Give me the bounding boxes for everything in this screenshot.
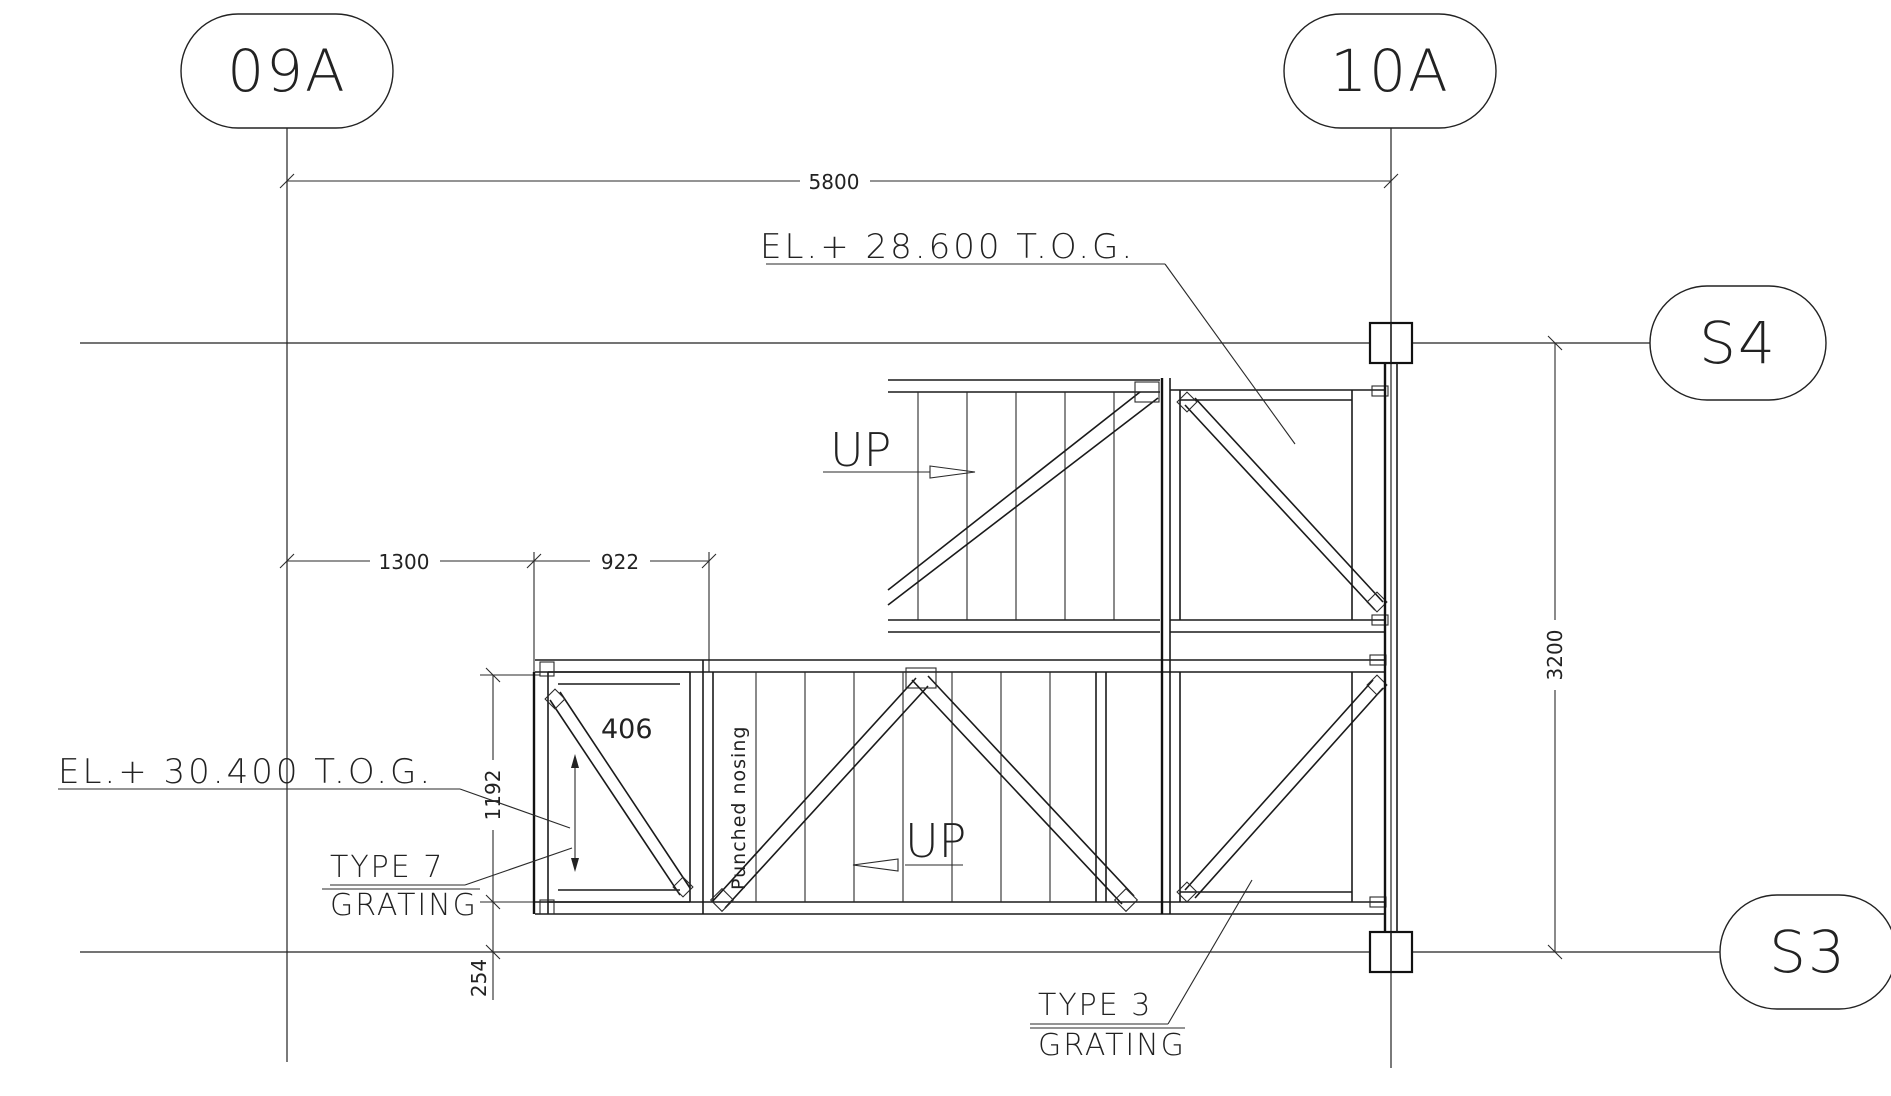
elevation-label-upper: EL.+ 28.600 T.O.G. <box>760 227 1296 445</box>
lower-right-landing <box>1160 650 1388 914</box>
dimension-text-254: 254 <box>467 959 491 997</box>
grating-label-type3: TYPE 3 GRATING <box>1030 879 1253 1063</box>
dimension-3200: 3200 <box>1530 335 1570 960</box>
landing-dimension-406: 406 <box>601 714 653 745</box>
upper-stair-flight <box>887 378 1171 650</box>
grid-bubble-10a: 10A <box>1283 13 1497 129</box>
elevation-text-lower: EL.+ 30.400 T.O.G. <box>58 752 433 792</box>
dimension-text-1192: 1192 <box>481 770 505 821</box>
grating-type3-line2: GRATING <box>1038 1028 1186 1063</box>
upper-landing <box>1170 385 1389 633</box>
grid-bubble-09a: 09A <box>180 13 394 129</box>
punched-nosing-note: Punched nosing <box>728 726 750 890</box>
columns <box>1368 321 1414 974</box>
dimension-1300-922: 1300 922 <box>279 550 717 672</box>
grid-lines <box>80 128 1720 1068</box>
left-landing <box>532 661 694 915</box>
grating-label-type7: TYPE 7 GRATING <box>322 847 573 923</box>
grid-label-10a: 10A <box>1330 37 1449 105</box>
dimension-text-922: 922 <box>601 550 639 574</box>
lower-stair-flight <box>535 659 1385 915</box>
dimension-text-5800: 5800 <box>809 170 860 194</box>
grid-label-09a: 09A <box>227 37 346 105</box>
elevation-label-lower: EL.+ 30.400 T.O.G. <box>58 752 571 829</box>
grating-type7-line1: TYPE 7 <box>330 850 444 885</box>
up-arrow-top: UP <box>823 423 976 479</box>
grating-type7-line2: GRATING <box>330 888 478 923</box>
elevation-text-upper: EL.+ 28.600 T.O.G. <box>760 227 1135 267</box>
dimension-1192-254: 1192 254 <box>467 667 540 1000</box>
dimension-text-1300: 1300 <box>379 550 430 574</box>
grid-label-s3: S3 <box>1769 918 1847 986</box>
grating-type3-line1: TYPE 3 <box>1038 988 1152 1023</box>
dimension-5800: 5800 <box>279 170 1399 194</box>
up-label-bottom: UP <box>905 814 966 868</box>
grid-bubble-s3: S3 <box>1719 894 1891 1010</box>
up-arrow-bottom: UP <box>852 814 966 872</box>
grid-bubble-s4: S4 <box>1649 285 1827 401</box>
up-label-top: UP <box>830 423 891 477</box>
grid-label-s4: S4 <box>1699 309 1777 377</box>
dimension-text-3200: 3200 <box>1543 630 1567 681</box>
